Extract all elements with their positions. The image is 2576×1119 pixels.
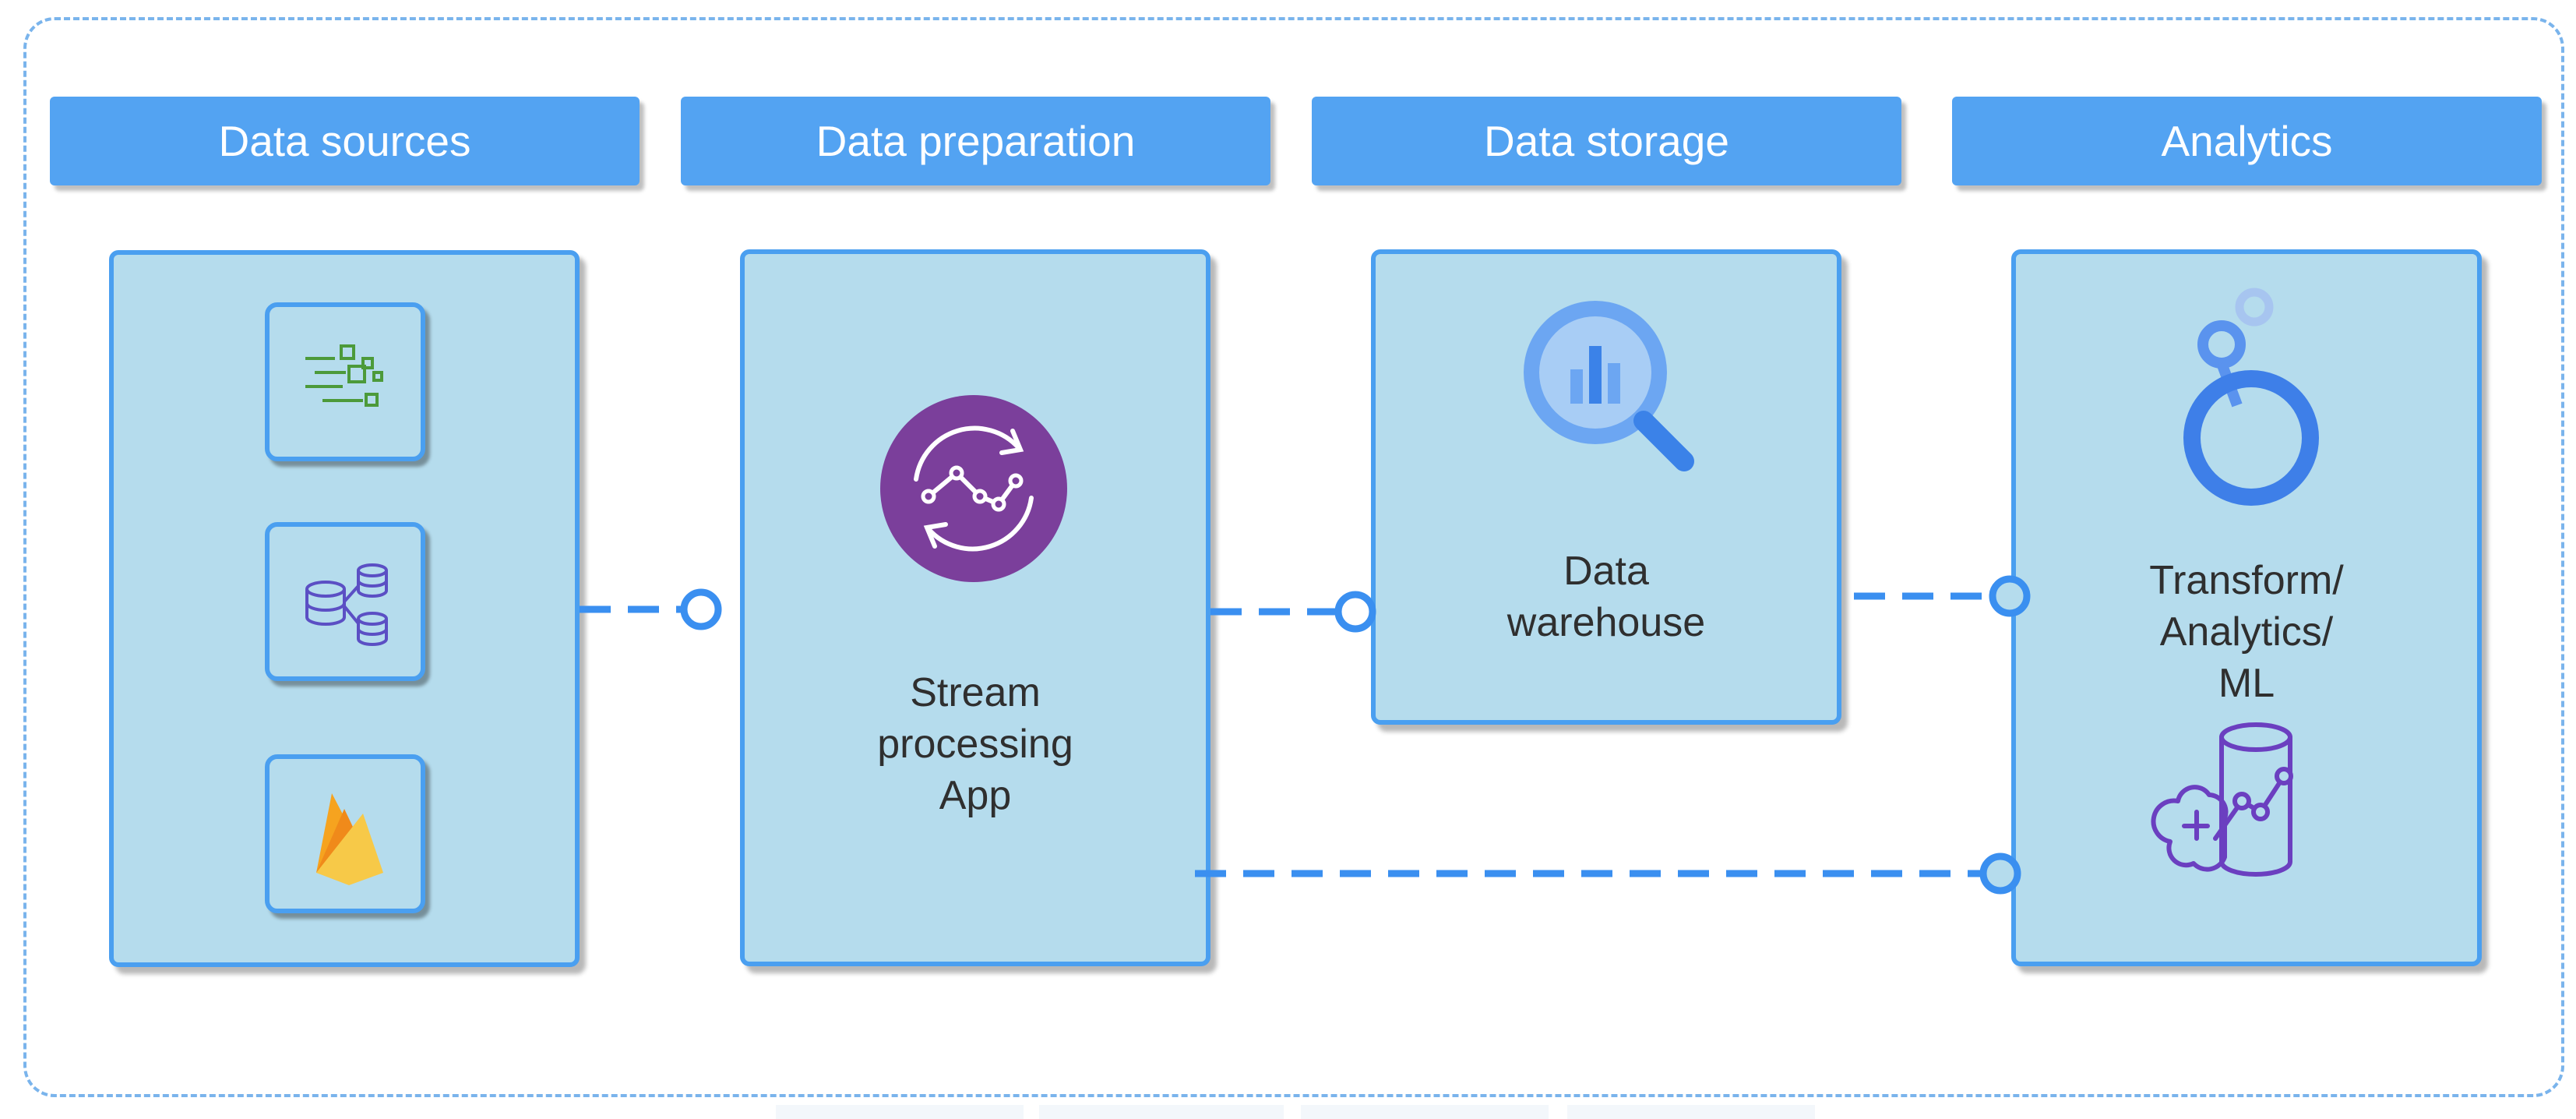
database-network-icon [305,563,388,646]
header-analytics: Analytics [1952,97,2542,185]
header-data-storage: Data storage [1312,97,1901,185]
header-data-preparation: Data preparation [681,97,1270,185]
bottom-strip-2 [1039,1105,1284,1119]
connector-endpoint-warehouse [1334,591,1376,633]
ml-database-icon [2151,722,2293,877]
stream-processing-box [740,249,1210,966]
bottom-strip-1 [776,1105,1024,1119]
bottom-strip-4 [1567,1105,1815,1119]
stream-processing-icon [880,395,1067,582]
diagram-frame [23,17,2564,1097]
stream-processing-label: Stream processing App [877,670,1073,818]
looker-icon [2183,288,2319,506]
transform-analytics-ml-label: Transform/ Analytics/ ML [2149,558,2344,706]
connector-endpoint-analytics-lower [1979,852,2021,895]
firebase-icon [316,793,383,885]
connector-endpoint-stream [680,588,722,630]
source-tile-firebase [265,754,425,913]
dataflow-icon [305,344,383,407]
analytics-box [2011,249,2482,966]
bottom-strip-3 [1301,1105,1549,1119]
bigquery-icon [1524,301,1694,471]
header-data-sources: Data sources [50,97,640,185]
source-tile-database [265,522,425,681]
connector-endpoint-analytics-upper [1989,575,2031,617]
data-warehouse-label: Data warehouse [1506,549,1706,645]
source-tile-dataflow [265,302,425,461]
